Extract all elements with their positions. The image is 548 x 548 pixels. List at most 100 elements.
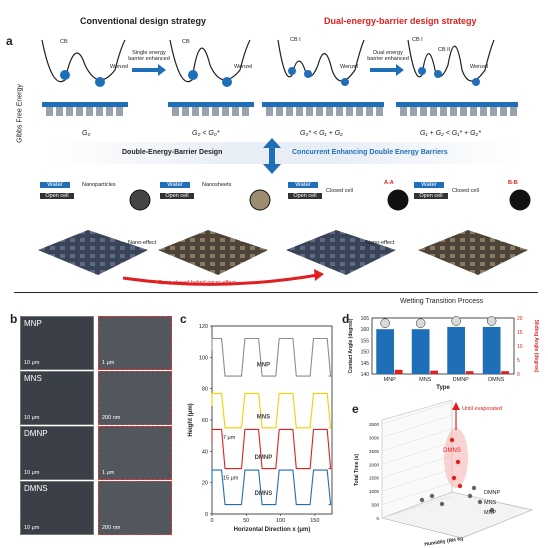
landscape-1 xyxy=(41,39,126,83)
back-plane xyxy=(381,400,453,519)
until-arrowhead xyxy=(452,402,460,410)
section-aa: A-A xyxy=(384,180,394,186)
y-tick-label: 40 xyxy=(202,449,208,455)
x-tick-label: 100 xyxy=(276,518,285,524)
scale-bar-label: 200 nm xyxy=(102,525,121,531)
cb1-label-2: CB I xyxy=(412,37,423,43)
panel-c-letter: c xyxy=(180,312,187,326)
closed-cell-label-1: Closed cell xyxy=(326,188,353,194)
open-cell-chip-4: Open cell xyxy=(414,193,448,199)
water-drop-9 xyxy=(434,70,442,78)
double-barrier-design: Double-Energy-Barrier Design xyxy=(122,149,223,156)
scatter-point xyxy=(419,497,425,503)
y-right-tick-label: 15 xyxy=(517,330,523,336)
scatter-point xyxy=(429,493,435,499)
water-drop-2 xyxy=(95,77,105,87)
panel-a-letter: a xyxy=(6,34,13,48)
y-axis-label: Height (μm) xyxy=(188,403,194,436)
scale-bar-label: 10 μm xyxy=(24,360,40,366)
z-tick-label: 2500 xyxy=(369,449,380,454)
scatter-point xyxy=(489,507,495,513)
concurrent-enhancing: Concurrent Enhancing Double Energy Barri… xyxy=(292,149,448,156)
cross-arrows xyxy=(263,138,281,174)
wenzel-label-2: Wenzel xyxy=(234,64,253,70)
series-label-mnp: MNP xyxy=(257,363,270,369)
water-drop-6 xyxy=(304,70,312,78)
water-chip-3: Water xyxy=(288,182,318,188)
z-grid-line xyxy=(381,455,453,478)
gibbs-axis-label: Gibbs Free Energy xyxy=(16,84,24,143)
pillar-strip-3 xyxy=(262,102,384,122)
droplet-photo xyxy=(451,316,461,326)
water-drop-4 xyxy=(222,77,232,87)
open-cell-chip-2: Open cell xyxy=(160,193,194,199)
z-tick-label: 0 xyxy=(376,516,379,521)
water-drop-10 xyxy=(472,78,480,86)
annotation-7um: 7 μm xyxy=(223,435,236,441)
scale-bar-label: 200 nm xyxy=(102,415,121,421)
y-right-tick-label: 0 xyxy=(517,372,520,378)
open-cell-chip-3: Open cell xyxy=(288,193,322,199)
sem-zoom-mns: 200 nm xyxy=(98,371,172,425)
equation-3: G₀* < G₁ + G₂ xyxy=(300,130,343,137)
y-right-axis-label: Sliding Angle (degree) xyxy=(533,320,539,373)
scatter-point xyxy=(439,501,445,507)
scatter-point xyxy=(455,459,461,465)
z-tick-label: 500 xyxy=(371,503,379,508)
y-axis-label: Contact Angle (degree) xyxy=(348,318,354,373)
x-tick-label: DMNP xyxy=(453,377,470,383)
series-line-dmnp xyxy=(211,428,332,470)
bar-sliding-dmns xyxy=(501,371,510,374)
sem-image-mnp: MNP 10 μm xyxy=(20,316,94,370)
bar-contact-mnp xyxy=(376,329,395,374)
equation-2: G₀ < G₀* xyxy=(192,130,220,137)
sem-zoom-dmnp: 1 μm xyxy=(98,426,172,480)
y-tick-label: 100 xyxy=(199,355,208,361)
y-right-tick-label: 10 xyxy=(517,344,523,350)
equation-1: G₀ xyxy=(82,130,91,137)
plot-frame xyxy=(371,317,515,375)
single-enhanced-label: Single energy barrier enhanced xyxy=(128,50,170,62)
droplet-photo xyxy=(415,318,426,328)
plot-frame xyxy=(211,325,333,515)
cb-label-2: CB xyxy=(182,39,190,45)
scatter-point xyxy=(449,437,455,443)
zoom-circle-1 xyxy=(129,189,151,211)
sem-label: MNS xyxy=(24,374,42,383)
wetting-axis-line xyxy=(14,292,538,293)
nano-effect-1: Nano-effect xyxy=(128,240,157,246)
series-line-mns xyxy=(211,392,332,429)
sem-zoom-mnp: 1 μm xyxy=(98,316,172,370)
water-drop-5 xyxy=(288,67,296,75)
landscape-3 xyxy=(277,39,365,82)
dmns-cluster xyxy=(444,428,468,488)
scale-bar-label: 10 μm xyxy=(24,470,40,476)
water-chip-2: Water xyxy=(160,182,190,188)
scale-bar-label: 1 μm xyxy=(102,470,115,476)
z-tick-label: 1000 xyxy=(369,489,380,494)
scatter-point xyxy=(471,485,477,491)
y-tick-label: 0 xyxy=(205,512,208,518)
bar-contact-dmns xyxy=(482,326,501,374)
z-grid-line xyxy=(381,482,453,505)
scatter-point xyxy=(467,493,473,499)
bar-contact-mns xyxy=(411,329,430,374)
droplet-photo xyxy=(486,316,497,326)
y-tick-label: 165 xyxy=(361,316,370,322)
landscape-2 xyxy=(169,39,251,83)
conventional-title: Conventional design strategy xyxy=(80,16,207,26)
until-evaporated-label: Until evaporated xyxy=(462,406,502,412)
label-dmns: DMNS xyxy=(443,448,461,454)
array-mns xyxy=(158,230,268,275)
series-line-mnp xyxy=(211,337,332,377)
x-tick-label: 50 xyxy=(243,518,249,524)
array-dmnp xyxy=(286,230,396,275)
sem-label: MNP xyxy=(24,319,42,328)
wenzel-label-4: Wenzel xyxy=(470,64,489,70)
